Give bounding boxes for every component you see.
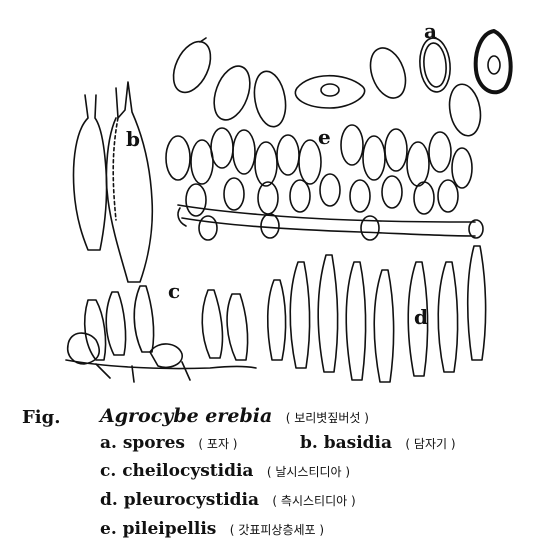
basidia-group (72, 81, 154, 283)
pileipellis-cell (210, 127, 234, 169)
pileipellis-cell (360, 215, 380, 241)
spore (419, 37, 451, 93)
cheilocystidium-base (66, 332, 100, 365)
cheilocystidium-base (149, 343, 183, 369)
spore-with-germ-pore (294, 75, 366, 109)
hypha-end (468, 219, 484, 239)
pileipellis-cell (190, 139, 214, 185)
hypha (65, 359, 257, 370)
germ-pore (487, 55, 501, 75)
pileipellis-cell (384, 128, 408, 172)
pileipellis-cell (406, 141, 430, 187)
caption-item: c. cheilocystidia ( 날시스티디아 ) (100, 461, 350, 481)
pileipellis-cell (340, 124, 364, 166)
caption-item-korean: ( 담자기 ) (405, 437, 456, 451)
pileipellis-cell (362, 135, 386, 181)
basidium-inner (112, 117, 119, 221)
label-e: e (318, 125, 331, 149)
species-name: Agrocybe erebia (100, 405, 273, 427)
pleurocystidium (266, 279, 287, 361)
caption-item: e. pileipellis ( 갓표피상층세포 ) (100, 519, 324, 539)
caption-item-label: d. pleurocystidia (100, 490, 260, 510)
illustration-plate: a b e (65, 19, 513, 383)
spore (172, 40, 212, 94)
figure-label: Fig. (22, 407, 61, 428)
pleurocystidium (317, 254, 339, 373)
spores-group (172, 29, 513, 137)
pileipellis-cell (413, 181, 435, 215)
caption-item-label: c. cheilocystidia (100, 461, 254, 481)
caption-item: b. basidia ( 담자기 ) (300, 433, 456, 453)
pileipellis-cell (223, 177, 245, 211)
pileipellis-cell (198, 215, 218, 241)
pileipellis-cell (349, 179, 371, 213)
species-korean-name: ( 보리볏짚버섯 ) (285, 411, 369, 425)
caption-item-label: e. pileipellis (100, 519, 217, 539)
basidium (105, 81, 154, 283)
caption-item: d. pleurocystidia ( 측시스티디아 ) (100, 490, 356, 510)
pileipellis-cell (257, 181, 279, 215)
cheilocystidium (133, 285, 155, 353)
pileipellis-group (165, 124, 484, 241)
pileipellis-cell (260, 213, 280, 239)
pileipellis-cell (232, 129, 256, 175)
pileipellis-cell (165, 135, 191, 181)
pileipellis-cell (254, 141, 278, 187)
pleurocystidium (289, 261, 311, 369)
cheilocystidia-group (65, 285, 257, 383)
pleurocystidium (407, 261, 429, 377)
cheilocystidium (83, 299, 107, 361)
pileipellis-cell (185, 183, 207, 217)
spore (369, 47, 407, 99)
pleurocystidium (437, 261, 459, 373)
pleurocystidium (373, 269, 395, 383)
caption-item-korean: ( 날시스티디아 ) (266, 465, 351, 479)
hypha (177, 207, 187, 227)
pleurocystidium (345, 261, 367, 381)
pileipellis-cell (437, 179, 459, 213)
spore (213, 65, 251, 121)
pileipellis-cell (289, 179, 311, 213)
caption-item: a. spores ( 포자 ) (100, 433, 237, 453)
pileipellis-cell (319, 173, 341, 207)
spore (448, 83, 482, 137)
pleurocystidia-group (266, 245, 487, 383)
pleurocystidium (466, 245, 487, 361)
spore-apiculus (199, 37, 207, 43)
hypha (177, 204, 476, 223)
figure-caption: Fig. Agrocybe erebia ( 보리볏짚버섯 ) a. spore… (0, 395, 550, 557)
germ-pore (320, 83, 340, 97)
caption-item-korean: ( 측시스티디아 ) (272, 494, 356, 508)
caption-item-korean: ( 포자 ) (198, 437, 238, 451)
pileipellis-cell (276, 134, 300, 176)
pileipellis-cell (451, 147, 473, 189)
label-b: b (126, 127, 140, 151)
cheilocystidium (201, 289, 224, 359)
caption-item-label: a. spores (100, 433, 185, 453)
spore-thick-walled (473, 29, 513, 95)
pileipellis-cell (428, 131, 452, 173)
caption-item-korean: ( 갓표피상층세포 ) (229, 523, 325, 537)
pileipellis-cell (381, 175, 403, 209)
spore (423, 42, 447, 88)
label-d: d (414, 305, 428, 329)
cheilocystidium (105, 291, 127, 356)
cheilocystidium (226, 293, 249, 361)
hypha (95, 361, 191, 383)
label-a: a (424, 19, 437, 43)
caption-item-label: b. basidia (300, 433, 393, 453)
caption-title-line: Agrocybe erebia ( 보리볏짚버섯 ) (100, 405, 369, 427)
hypha (181, 217, 476, 237)
spore (253, 70, 287, 128)
basidium (72, 94, 108, 251)
label-c: c (168, 279, 180, 303)
pileipellis-cell (298, 139, 322, 185)
